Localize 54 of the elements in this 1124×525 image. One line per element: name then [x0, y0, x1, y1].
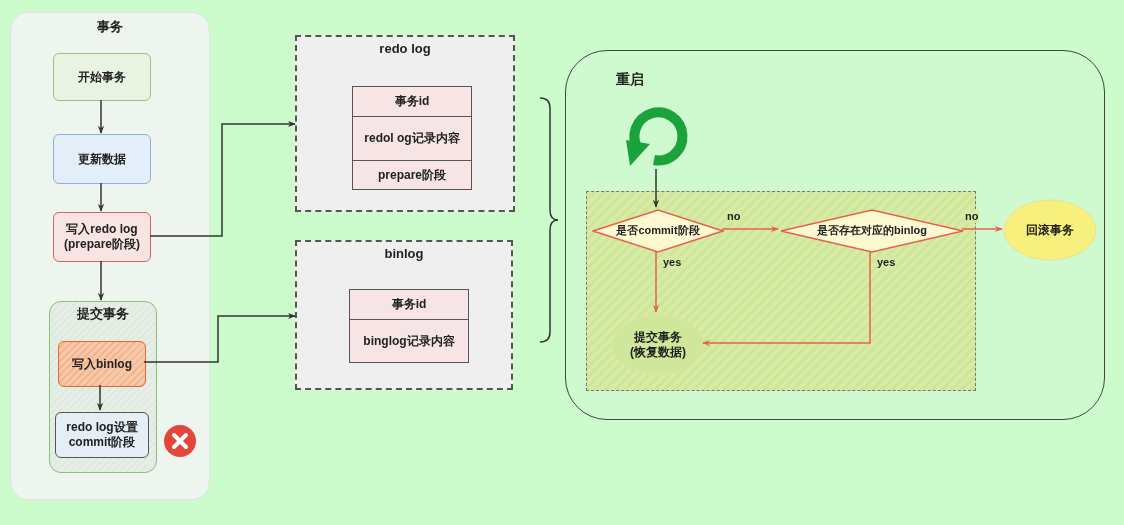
arrow: [143, 312, 296, 363]
arrow: [652, 168, 660, 208]
edge-label: yes: [662, 256, 683, 270]
ellipse-node: [611, 314, 705, 376]
edge-label: no: [726, 210, 742, 224]
node-label: 事务id: [394, 94, 430, 109]
process-box: [58, 341, 146, 387]
table-cell: [352, 116, 472, 161]
arrow: [97, 182, 105, 212]
process-box: [53, 53, 151, 101]
decision-diamond: [780, 209, 964, 253]
process-box: [55, 412, 149, 458]
arrow: [721, 225, 779, 233]
node-label: 回滚事务: [1026, 222, 1074, 238]
arrow: [97, 260, 105, 301]
heading: 事务: [96, 19, 124, 36]
table-cell: [352, 86, 472, 117]
node-label: 提交事务 (恢复数据): [629, 330, 687, 360]
heading: binlog: [383, 246, 425, 263]
heading: 提交事务: [76, 306, 130, 323]
panel: [10, 12, 210, 500]
edge-label: no: [964, 210, 980, 224]
table-cell: [352, 160, 472, 190]
node-label: 是否存在对应的binlog: [817, 224, 927, 238]
dashed-container: [295, 240, 513, 390]
arrow: [702, 250, 871, 347]
node-label: prepare阶段: [378, 167, 446, 183]
node-label: 开始事务: [78, 69, 126, 85]
dashed-container: [295, 35, 515, 212]
edge-label: yes: [876, 256, 897, 270]
node-label: 是否commit阶段: [616, 224, 700, 238]
group-box: [49, 301, 157, 473]
node-label: 写入binlog: [72, 356, 132, 372]
arrow: [97, 99, 105, 134]
arrow: [652, 250, 660, 313]
node-label: binglog记录内容: [363, 333, 455, 349]
node-label: redo log设置 commit阶段: [65, 420, 139, 450]
table-cell: [349, 289, 469, 320]
arrow: [961, 225, 1003, 233]
heading: redo log: [378, 41, 432, 58]
node-label: redol og记录内容: [364, 131, 460, 146]
node-label: 更新数据: [78, 151, 126, 167]
decision-diamond: [592, 209, 724, 253]
node-label: 事务id: [391, 297, 427, 312]
table-cell: [349, 319, 469, 363]
heading: 重启: [616, 71, 644, 89]
highlight-area: [586, 191, 976, 391]
node-label: 写入redo log (prepare阶段): [63, 222, 141, 252]
ellipse-node: [1003, 199, 1097, 261]
process-box: [53, 134, 151, 184]
panel: [565, 50, 1105, 420]
arrow: [96, 384, 104, 411]
arrow: [149, 120, 296, 237]
process-box: [53, 212, 151, 262]
